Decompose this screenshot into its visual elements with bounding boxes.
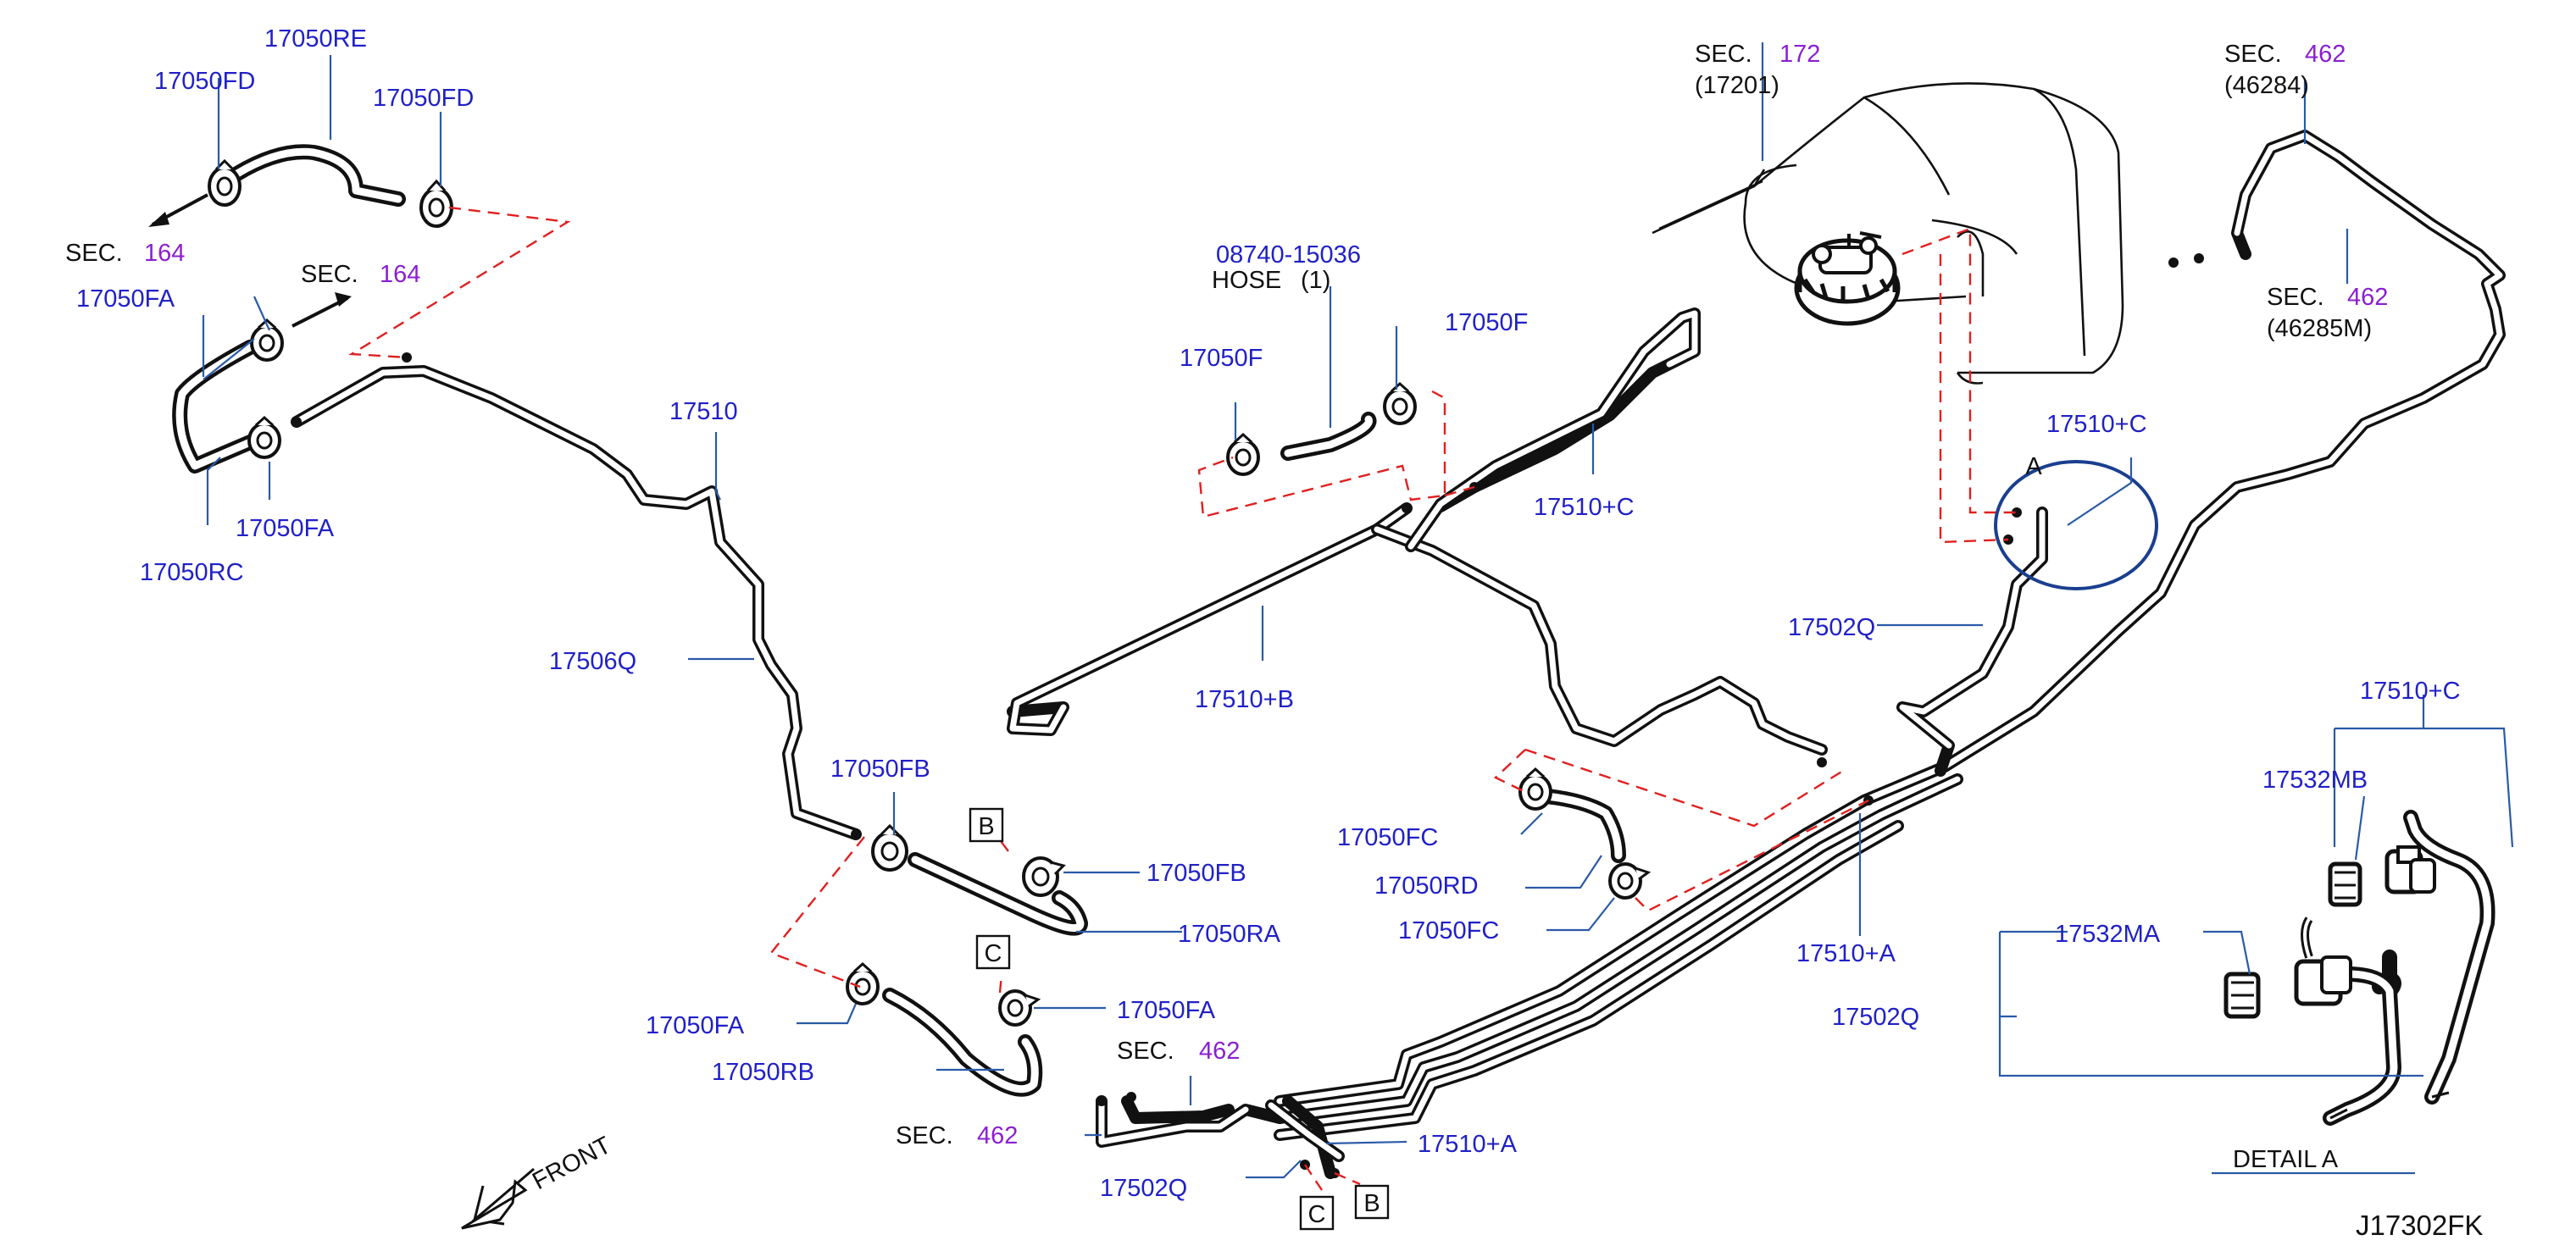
part-17050FC: 17050FC xyxy=(1398,917,1499,944)
hose-17050RC xyxy=(172,340,262,473)
part-17502Q: 17502Q xyxy=(1832,1004,1919,1031)
diagram-code: J17302FK xyxy=(2356,1210,2483,1241)
section-refs: SEC. 164 SEC. 164 SEC. 172 (17201) SEC. … xyxy=(65,41,2388,1149)
part-17050FC: 17050FC xyxy=(1337,824,1438,851)
part-17050RB: 17050RB xyxy=(712,1059,814,1086)
sec-462-prefix: SEC. xyxy=(1117,1038,1174,1065)
clamp-17050F-right xyxy=(1383,381,1417,425)
ref-box-c-bottom: C xyxy=(1299,1195,1335,1231)
sec-462-prefix: SEC. xyxy=(2267,284,2324,311)
part-17510-A: 17510+A xyxy=(1796,940,1896,967)
ref-box-c-top: C xyxy=(975,934,1011,970)
detail-a-connectors xyxy=(2223,810,2496,1126)
sec-164-number: 164 xyxy=(380,261,420,288)
hose-label: HOSE xyxy=(1212,267,1281,294)
front-direction-label: FRONT xyxy=(528,1132,615,1195)
part-17510-C: 17510+C xyxy=(2046,411,2147,438)
part-17050FA: 17050FA xyxy=(76,285,175,313)
part-17050FA: 17050FA xyxy=(236,515,335,542)
sec-164-number: 164 xyxy=(144,240,185,267)
sec-462-number: 462 xyxy=(977,1122,1018,1149)
clamp-17050FC-upper xyxy=(1518,767,1552,811)
sec-462-prefix: SEC. xyxy=(896,1122,953,1149)
fuel-pump-assembly xyxy=(1794,231,1901,326)
clamp-17050FA-bottom-right xyxy=(998,989,1041,1027)
part-17502Q: 17502Q xyxy=(1788,614,1875,641)
clamp-17050FA-lower xyxy=(247,415,281,459)
ref-b-label: B xyxy=(978,813,994,840)
dashed-connection-lines xyxy=(348,206,2017,1191)
part-17502Q: 17502Q xyxy=(1100,1175,1187,1202)
part-17050FB: 17050FB xyxy=(1146,860,1246,887)
part-17050FA: 17050FA xyxy=(1117,997,1216,1024)
tube-sec462-left xyxy=(1096,1095,1285,1148)
part-17050F: 17050F xyxy=(1180,345,1263,372)
front-arrow xyxy=(461,1167,535,1230)
tube-17510-C-upper xyxy=(1405,307,1701,552)
ref-c-label: C xyxy=(985,940,1002,967)
flow-arrows xyxy=(148,193,352,328)
clamp-17050FB-right xyxy=(1022,856,1066,897)
hose-quantity: (1) xyxy=(1301,267,1330,294)
part-numbers: 17050RE 17050FD 17050FD 17050FA 17050FA … xyxy=(76,25,2461,1202)
sec-172-code: (17201) xyxy=(1695,72,1779,99)
tube-17502Q-lower xyxy=(1265,1095,1345,1179)
part-17050FD: 17050FD xyxy=(373,85,474,112)
part-08740-15036: 08740-15036 xyxy=(1216,241,1361,269)
part-17532MB: 17532MB xyxy=(2262,767,2368,794)
detail-a-title: DETAIL A xyxy=(2233,1146,2339,1173)
part-17532MA: 17532MA xyxy=(2055,921,2161,948)
tube-17510-A-bundle xyxy=(1274,130,2506,1141)
clamp-17050F-left xyxy=(1226,432,1260,476)
tube-17502Q-upper xyxy=(1896,507,2048,777)
clamp-17050FC-lower xyxy=(1608,862,1652,900)
sec-462-number: 462 xyxy=(1199,1038,1240,1065)
ref-box-b-bottom: B xyxy=(1354,1184,1390,1220)
leader-lines xyxy=(202,42,2514,1179)
hose-17050RD xyxy=(1539,789,1626,863)
ref-b-label: B xyxy=(1363,1190,1380,1217)
sec-172-prefix: SEC. xyxy=(1695,41,1752,68)
clamp-17050FA-upper xyxy=(250,318,284,362)
part-17510-B: 17510+B xyxy=(1195,686,1294,713)
part-17050RA: 17050RA xyxy=(1178,921,1281,948)
part-17510-A: 17510+A xyxy=(1418,1131,1518,1158)
part-17510-C: 17510+C xyxy=(1534,494,1635,521)
ref-box-b-top: B xyxy=(969,807,1004,843)
clamp-17050FA-bottom-left xyxy=(846,961,880,1005)
tube-17510-B xyxy=(1007,502,1828,756)
sec-164-prefix: SEC. xyxy=(65,240,123,267)
sec-164-prefix: SEC. xyxy=(301,261,358,288)
hose-17050RB xyxy=(882,988,1043,1097)
fuel-tank xyxy=(1652,82,2124,385)
clamp-17050FD-right xyxy=(419,179,453,228)
sec-462-code: (46285M) xyxy=(2267,315,2372,342)
sec-462-code: (46284) xyxy=(2224,72,2309,99)
hose-17050RA xyxy=(908,852,1088,936)
sec-462-prefix: SEC. xyxy=(2224,41,2282,68)
part-17050FD: 17050FD xyxy=(154,68,255,95)
detail-a-circle xyxy=(1994,460,2158,590)
pipe-end-points xyxy=(291,253,2204,1178)
hose-08740-15036 xyxy=(1280,412,1377,461)
part-17050FA: 17050FA xyxy=(646,1012,745,1039)
tube-17506Q xyxy=(291,365,862,840)
part-17050RE: 17050RE xyxy=(264,25,367,53)
part-17506Q: 17506Q xyxy=(549,648,636,675)
clamp-17050FB-left xyxy=(871,823,908,872)
detail-a-marker: A xyxy=(2025,453,2042,480)
part-17510-C: 17510+C xyxy=(2360,678,2461,705)
ref-c-label: C xyxy=(1308,1201,1326,1228)
sec-462-number: 462 xyxy=(2347,284,2388,311)
part-17050FB: 17050FB xyxy=(830,756,930,783)
hose-17050RE xyxy=(230,144,406,207)
part-17050F: 17050F xyxy=(1445,309,1528,336)
part-17050RC: 17050RC xyxy=(140,559,244,586)
sec-172-number: 172 xyxy=(1779,41,1820,68)
clamps xyxy=(208,158,1652,1027)
part-17510: 17510 xyxy=(669,398,738,425)
sec-462-number: 462 xyxy=(2305,41,2346,68)
part-17050RD: 17050RD xyxy=(1374,872,1479,900)
